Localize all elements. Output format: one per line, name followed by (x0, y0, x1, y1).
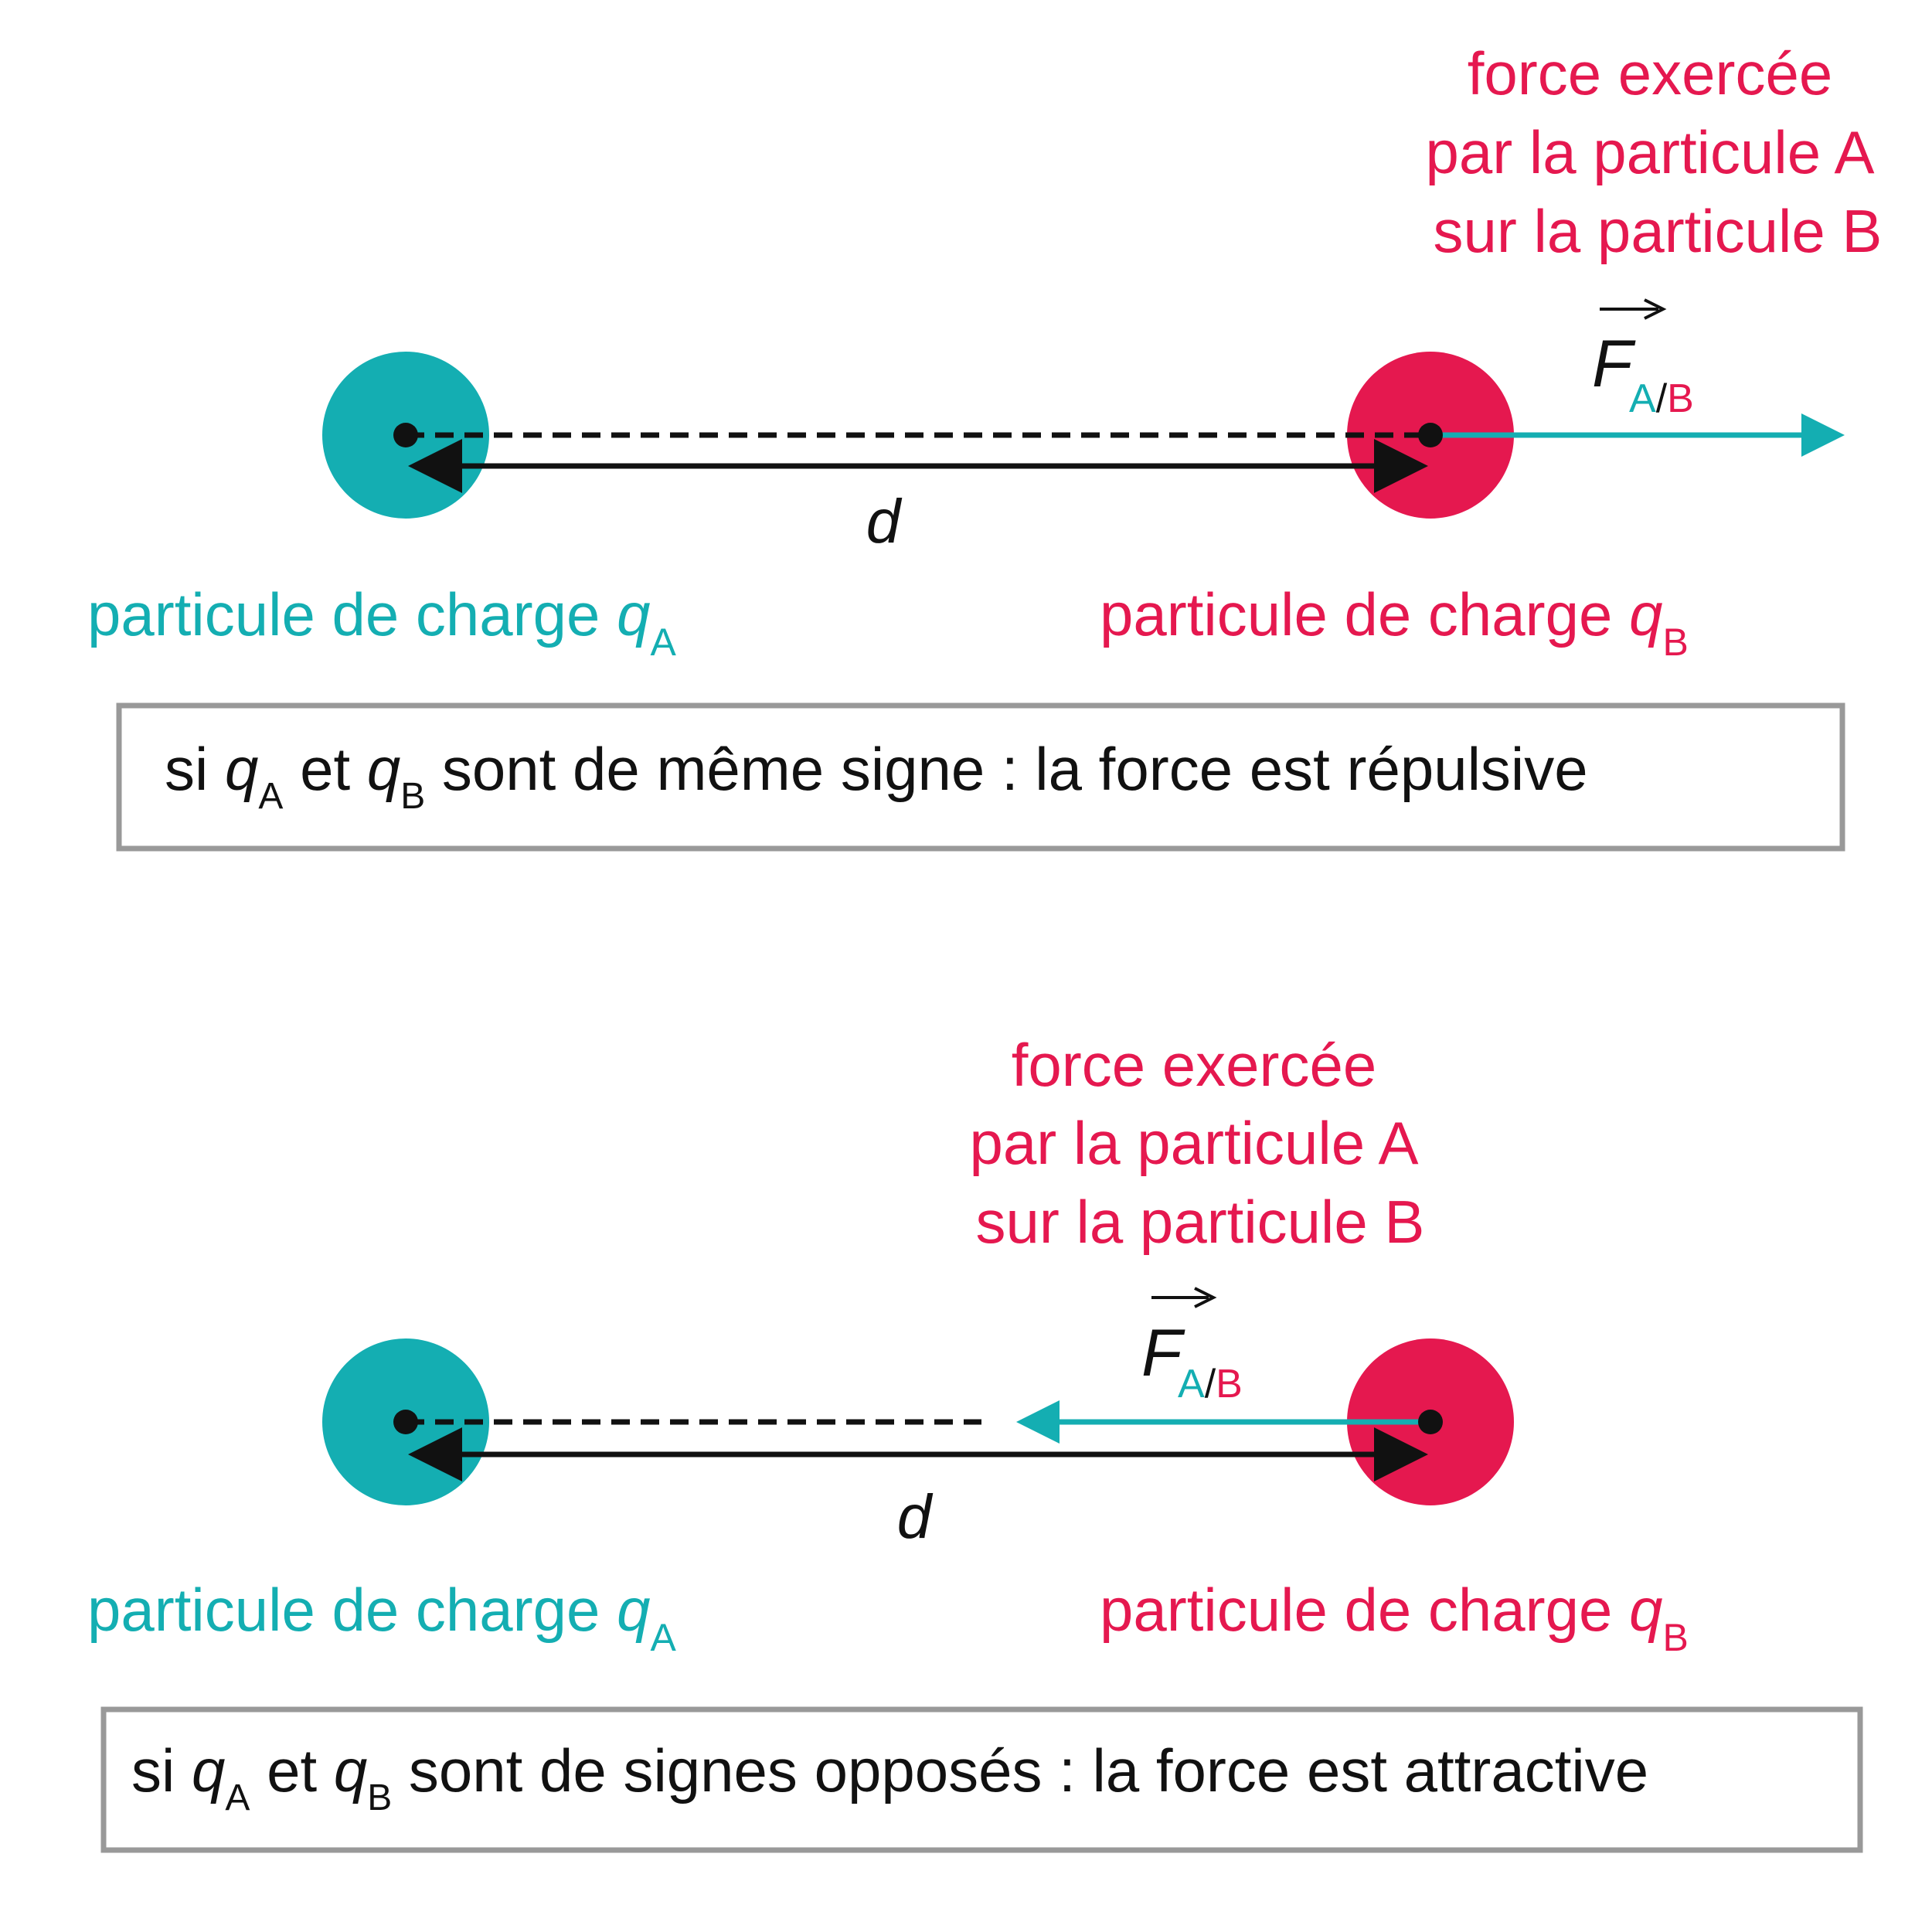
force-caption: force exercée par la particule A sur la … (969, 1031, 1424, 1256)
particle-a-q: q (617, 1576, 650, 1644)
distance-label: d (866, 487, 903, 556)
caption-line-2: par la particule A (969, 1109, 1418, 1177)
particle-a-q: q (617, 580, 650, 648)
rule-qb-index: B (400, 776, 425, 817)
caption-line-3: sur la particule B (1434, 197, 1883, 265)
rule-qa: q (225, 735, 258, 803)
vector-overarrow-head (1644, 298, 1667, 320)
caption-line-1: force exercée (1012, 1031, 1377, 1099)
rule-tail: sont de signes opposés : la force est at… (409, 1736, 1648, 1804)
rule-text: si qA et qB sont de signes opposés : la … (131, 1736, 1648, 1818)
vector-sub-b: B (1216, 1362, 1243, 1406)
particle-b-center (1418, 423, 1443, 447)
rule-prefix: si (131, 1736, 175, 1804)
rule-text: si qA et qB sont de même signe : la forc… (165, 735, 1588, 817)
particle-b-center (1418, 1410, 1443, 1434)
distance-label: d (897, 1482, 934, 1551)
rule-qb: q (367, 735, 400, 803)
particle-a-text: particule de charge (87, 1576, 600, 1644)
panel-attractive: force exercée par la particule A sur la … (87, 1031, 1863, 1853)
rule-qa: q (192, 1736, 225, 1804)
particle-a-center (393, 1410, 418, 1434)
vector-subscript: A/B (1178, 1362, 1243, 1406)
caption-line-1: force exercée (1468, 39, 1833, 107)
rule-prefix: si (165, 735, 208, 803)
particle-b-q: q (1629, 1576, 1662, 1644)
particle-b-text: particule de charge (1100, 580, 1612, 648)
rule-qb-index: B (367, 1777, 392, 1818)
rule-qa-index: A (225, 1777, 250, 1818)
particle-a-label: particule de charge qA (87, 1576, 676, 1659)
particle-b-index: B (1662, 1616, 1688, 1659)
vector-sub-slash: / (1656, 376, 1668, 421)
particle-a-text: particule de charge (87, 580, 600, 648)
rule-conj: et (267, 1736, 317, 1804)
caption-line-2: par la particule A (1425, 118, 1874, 186)
rule-qb: q (334, 1736, 367, 1804)
vector-subscript: A/B (1629, 376, 1694, 421)
force-vector-label: F A/B (1592, 298, 1694, 421)
particle-b-text: particule de charge (1100, 1576, 1612, 1644)
rule-conj: et (300, 735, 350, 803)
panel-repulsive: force exercée par la particule A sur la … (87, 39, 1882, 852)
force-vector-label: F A/B (1141, 1287, 1243, 1406)
rule-qa-index: A (258, 776, 283, 817)
caption-line-3: sur la particule B (976, 1188, 1425, 1256)
force-caption: force exercée par la particule A sur la … (1425, 39, 1882, 265)
vector-symbol: F (1592, 327, 1636, 401)
rule-tail: sont de même signe : la force est répuls… (442, 735, 1588, 803)
particle-a-index: A (650, 1616, 676, 1659)
particle-a-center (393, 423, 418, 447)
vector-sub-b: B (1667, 376, 1694, 421)
rule-box (116, 702, 1845, 852)
particle-b-label: particule de charge qB (1100, 580, 1689, 664)
vector-sub-a: A (1629, 376, 1656, 421)
particle-a-index: A (650, 621, 676, 664)
vector-overarrow-head (1194, 1287, 1217, 1308)
particle-b-index: B (1662, 621, 1688, 664)
vector-sub-slash: / (1205, 1362, 1216, 1406)
particle-b-label: particule de charge qB (1100, 1576, 1689, 1659)
particle-b-q: q (1629, 580, 1662, 648)
vector-symbol: F (1141, 1316, 1185, 1390)
vector-sub-a: A (1178, 1362, 1205, 1406)
particle-a-label: particule de charge qA (87, 580, 676, 664)
rule-box (100, 1706, 1863, 1853)
